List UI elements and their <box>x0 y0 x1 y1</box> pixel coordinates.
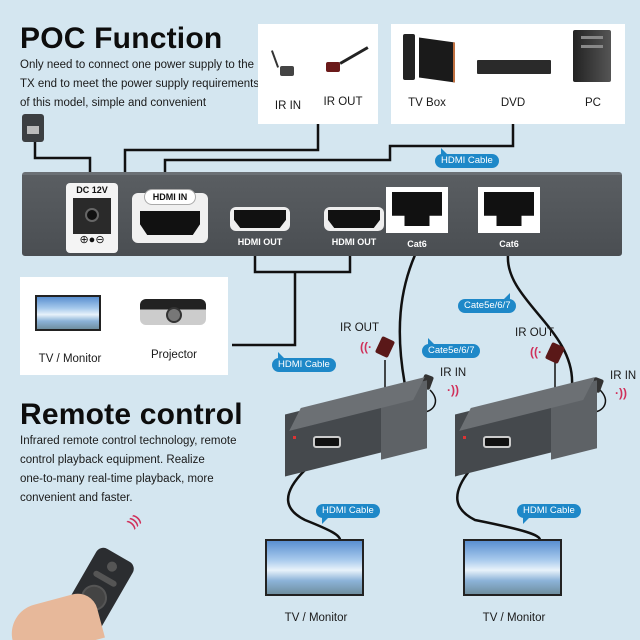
hdmi-rx2-cable <box>456 469 542 541</box>
hdmi-in-label: HDMI IN <box>144 189 196 205</box>
ir-signal-icon: ((· <box>360 340 372 354</box>
hdmi-cable-tag-rx1: HDMI Cable <box>316 504 380 524</box>
ir-cable <box>123 124 320 175</box>
projector-icon <box>140 291 206 331</box>
rx1-ir-out-label: IR OUT <box>340 322 379 334</box>
cat6-label-2: Cat6 <box>499 239 519 249</box>
hdmi-out-port-1[interactable] <box>230 207 290 231</box>
cat-cable-1 <box>398 254 417 386</box>
poc-description: Only need to connect one power supply to… <box>20 56 270 113</box>
dc-12v-port[interactable]: DC 12V ⊕●⊖ <box>66 183 118 253</box>
tv-monitor-label: TV / Monitor <box>38 353 102 365</box>
cat-cable-2 <box>506 254 574 386</box>
poc-desc-line: of this model, simple and convenient <box>20 97 207 109</box>
pc-label: PC <box>585 97 601 109</box>
ir-out-label: IR OUT <box>323 96 363 108</box>
rx1-tv-icon <box>265 539 364 596</box>
hdmi-rx1-cable <box>286 469 342 541</box>
rx1-ir-in-label: IR IN <box>440 367 467 379</box>
poc-title: POC Function <box>20 22 223 55</box>
rx2-led <box>463 436 466 439</box>
poc-desc-line: TX end to meet the power supply requirem… <box>20 78 260 90</box>
cate-cable-tag-2: Cate5e/6/7 <box>422 338 481 358</box>
hdmi-out-label-1: HDMI OUT <box>237 237 283 247</box>
ir-accessories-panel: IR IN IR OUT <box>258 24 378 124</box>
cat6-port-2[interactable] <box>478 187 540 233</box>
poc-desc-line: Only need to connect one power supply to… <box>20 59 254 71</box>
polarity-symbol: ⊕●⊖ <box>79 234 105 246</box>
hdmi-out-label-2: HDMI OUT <box>331 237 377 247</box>
ir-in-label: IR IN <box>274 100 302 112</box>
ir-signal-icon: ·)) <box>615 386 627 400</box>
remote-desc-line: control playback equipment. Realize <box>20 454 205 466</box>
rx1-tv-label: TV / Monitor <box>284 612 348 624</box>
projector-label: Projector <box>150 349 198 361</box>
cate-cable-tag-1: Cate5e/6/7 <box>458 293 517 313</box>
rx2-ir-in-label: IR IN <box>610 370 637 382</box>
display-devices-panel: TV / Monitor Projector <box>20 277 228 375</box>
dvd-label: DVD <box>500 97 526 109</box>
remote-desc-line: Infrared remote control technology, remo… <box>20 435 237 447</box>
source-devices-panel: TV Box DVD PC <box>391 24 625 124</box>
hdmi-cable-tag: HDMI Cable <box>435 148 499 168</box>
rx2-tv-icon <box>463 539 562 596</box>
rx2-tv-label: TV / Monitor <box>482 612 546 624</box>
rx2-hdmi-out-port[interactable] <box>483 436 511 448</box>
cat6-label-1: Cat6 <box>407 239 427 249</box>
remote-desc-line: convenient and faster. <box>20 492 133 504</box>
rx1-led <box>293 436 296 439</box>
tv-icon <box>35 295 101 331</box>
rx1-hdmi-out-port[interactable] <box>313 436 341 448</box>
dc-12v-label: DC 12V <box>76 185 108 195</box>
remote-title: Remote control <box>20 398 243 431</box>
ir-emitter-icon <box>322 44 372 74</box>
receiver-2 <box>455 377 597 477</box>
hdmi-in-port[interactable]: HDMI IN <box>132 189 208 243</box>
dvd-player-icon <box>477 60 551 74</box>
remote-desc-line: one-to-many real-time playback, more <box>20 473 214 485</box>
pc-tower-icon <box>573 30 611 82</box>
power-cable <box>33 140 92 175</box>
receiver-1 <box>285 377 427 477</box>
tv-box-label: TV Box <box>408 97 446 109</box>
ir-receiver-icon <box>270 50 296 78</box>
hdmi-source-cable <box>163 124 515 175</box>
hdmi-out-port-2[interactable] <box>324 207 384 231</box>
hdmi-cable-tag-display: HDMI Cable <box>272 352 336 372</box>
remote-description: Infrared remote control technology, remo… <box>20 432 260 508</box>
hdmi-display-cable <box>232 272 297 347</box>
hdmi-splitter-transmitter: DC 12V ⊕●⊖ HDMI IN HDMI OUT HDMI OUT Cat… <box>22 172 622 256</box>
power-adapter-icon <box>22 114 44 142</box>
hdmi-cable-tag-rx2: HDMI Cable <box>517 504 581 524</box>
cat6-port-1[interactable] <box>386 187 448 233</box>
tv-box-icon <box>403 34 455 83</box>
hdmi-out-loop <box>253 252 352 274</box>
ir-signal-icon: ((· <box>530 345 542 359</box>
rx2-ir-out-label: IR OUT <box>515 327 554 339</box>
ir-signal-icon: ·)) <box>447 383 459 397</box>
